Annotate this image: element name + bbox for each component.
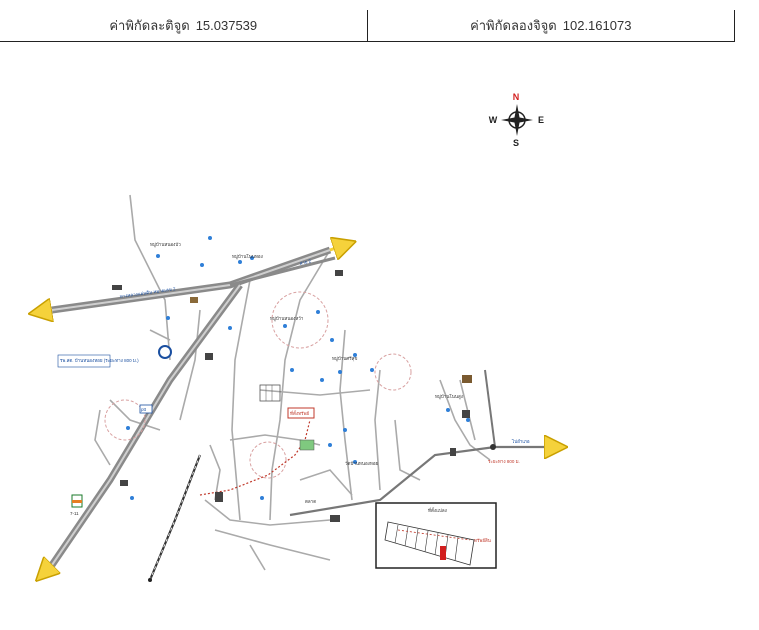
inset-title: ที่ตั้งแปลง [428,507,447,513]
label-village-3: หมู่บ้านหนองหว้า [270,316,304,322]
compass-west: W [489,115,498,125]
latitude-label: ค่าพิกัดละติจูด [109,18,190,33]
compass-rose: N S E W [489,92,544,148]
longitude-value: 102.161073 [562,18,632,33]
inset-map: ที่ตั้งแปลง ทรัพย์สิน [375,502,497,569]
label-village-2: หมู่บ้านโนนทอง [232,253,263,260]
label-temple: วัดบ้านหนองหอย [345,461,379,466]
landmark-school [158,345,172,359]
compass-east: E [538,115,544,125]
highway-main [40,245,345,312]
label-village-1: หมู่บ้านหนองบัว [150,242,181,248]
highway-diagonal [44,282,243,573]
label-highway-right: สาย 2 [299,258,312,266]
compass-south: S [513,138,519,148]
label-ptt: ptt [141,407,147,412]
label-village-4: หมู่บ้านศรีสุข [332,356,358,362]
latitude-cell: ค่าพิกัดละติจูด 15.037539 [0,10,368,41]
route-line [199,419,311,496]
label-site: ที่ตั้งทรัพย์ [290,410,309,416]
label-school: รพ.สต. บ้านหนองหอย (ระยะทาง 800 ม.) [60,358,139,363]
site-marker [287,407,315,419]
latitude-value: 15.037539 [195,18,258,33]
longitude-cell: ค่าพิกัดลองจิจูด 102.161073 [368,10,735,41]
compass-north: N [513,92,520,102]
minor-roads [94,194,491,571]
coordinate-table: ค่าพิกัดละติจูด 15.037539 ค่าพิกัดลองจิจ… [0,10,735,42]
water-icons [126,236,470,500]
label-market: ตลาด [305,499,316,504]
inset-site-label: ทรัพย์สิน [474,537,491,543]
longitude-label: ค่าพิกัดลองจิจูด [470,18,557,33]
label-711: 7-11 [70,511,79,516]
village-circles [104,291,412,479]
label-distance: ระยะทาง 800 ม. [488,459,520,464]
label-village-5: หมู่บ้านโนนสูง [435,393,463,400]
building-icons [112,270,472,522]
railway [148,454,202,581]
road-east [289,445,545,517]
green-plot [299,439,315,451]
label-road-east: ไปอำเภอ [511,438,530,444]
